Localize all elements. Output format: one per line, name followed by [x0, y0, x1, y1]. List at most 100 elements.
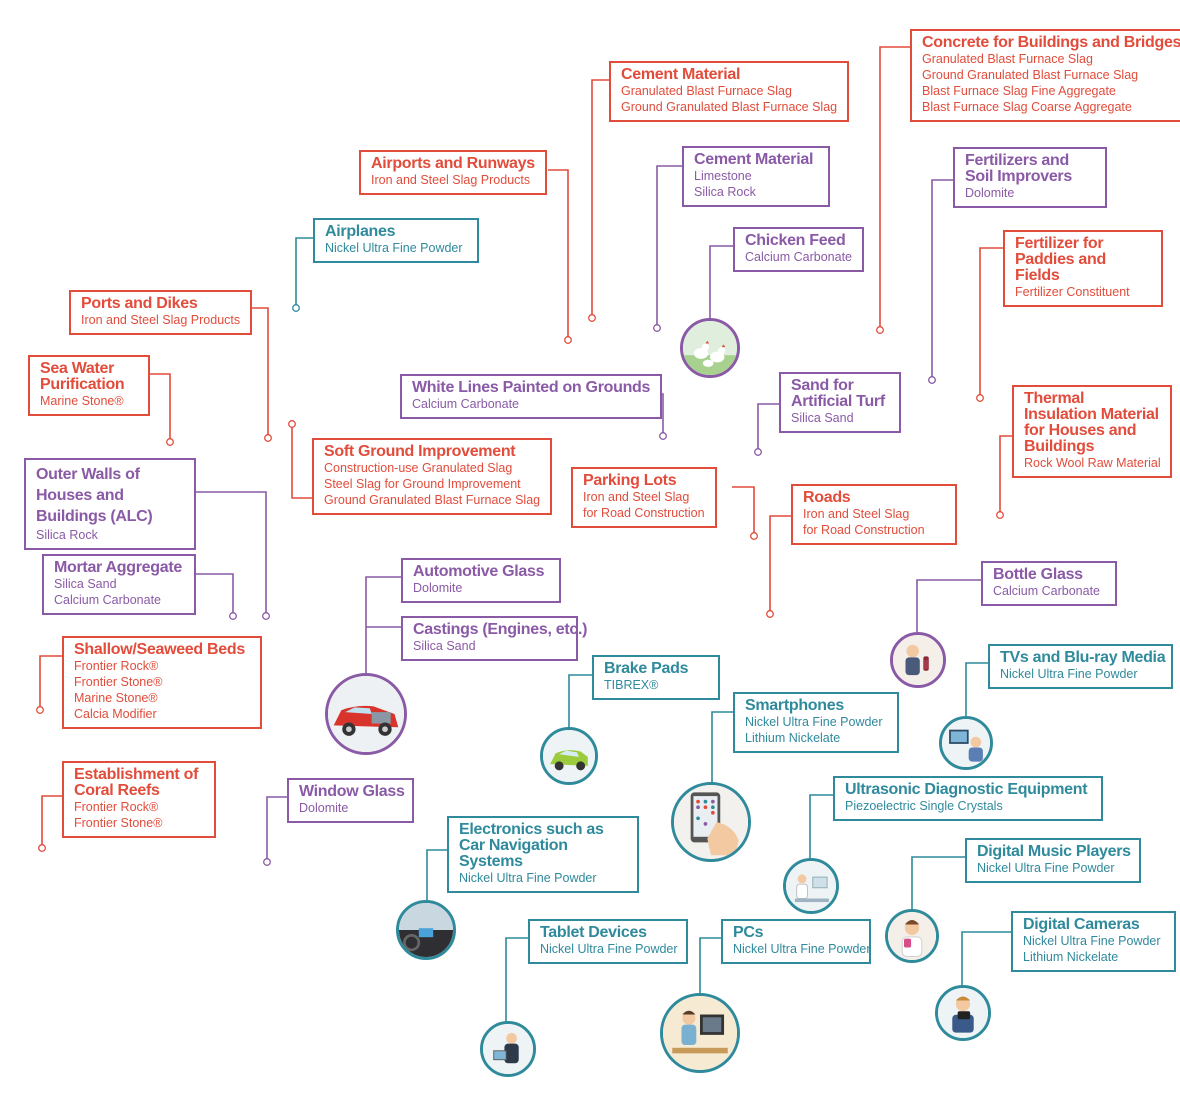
connector-sea-water [148, 373, 171, 442]
item-airports: Airports and Runways Iron and Steel Slag… [359, 150, 547, 195]
item-title: Sand for Artificial Turf [791, 377, 885, 410]
item-sub: Ground Granulated Blast Furnace Slag [621, 100, 838, 114]
item-sub: Fertilizer Constituent [1015, 285, 1130, 299]
item-sub: Ground Granulated Blast Furnace Slag [922, 68, 1139, 82]
item-white-lines: White Lines Painted on Grounds Calcium C… [400, 374, 663, 419]
item-sub: Ground Granulated Blast Furnace Slag [324, 493, 541, 507]
item-sub: Iron and Steel Slag Products [371, 173, 531, 187]
item-title: Ultrasonic Diagnostic Equipment [845, 781, 1088, 798]
item-sub: Dolomite [299, 801, 349, 815]
item-sub: Silica Sand [54, 577, 117, 591]
connector-roads [769, 515, 792, 614]
item-sub: Nickel Ultra Fine Powder [325, 241, 463, 255]
connector-mortar [195, 573, 234, 616]
item-sub: Silica Rock [36, 528, 98, 542]
camera-user-icon [935, 985, 991, 1041]
item-pcs: PCs Nickel Ultra Fine Powder [721, 919, 871, 964]
item-title: Thermal Insulation Material for Houses a… [1024, 390, 1159, 455]
item-sub: Silica Sand [413, 639, 476, 653]
item-title: Outer Walls of Houses and Buildings (ALC… [36, 466, 153, 525]
item-title: Parking Lots [583, 472, 677, 489]
item-sub: Lithium Nickelate [745, 731, 841, 745]
item-title: Sea Water Purification [40, 360, 125, 393]
item-sub: Nickel Ultra Fine Powder [1023, 934, 1161, 948]
connector-thermal [999, 435, 1013, 515]
item-title: Brake Pads [604, 660, 689, 677]
connector-shallow [39, 655, 63, 710]
item-sub: Marine Stone® [40, 394, 124, 408]
item-chicken: Chicken Feed Calcium Carbonate [733, 227, 864, 272]
item-sub: Dolomite [413, 581, 463, 595]
item-mortar: Mortar Aggregate Silica Sand Calcium Car… [42, 554, 196, 615]
item-title: Smartphones [745, 697, 844, 714]
item-sub: Marine Stone® [74, 691, 158, 705]
item-thermal: Thermal Insulation Material for Houses a… [1012, 385, 1172, 478]
connector-cement-limestone [656, 165, 683, 328]
connector-outer-walls [195, 491, 267, 616]
item-sub: Construction-use Granulated Slag [324, 461, 513, 475]
connector-fertilizer-paddies [979, 247, 1003, 398]
item-title: Soft Ground Improvement [324, 443, 516, 460]
item-roads: Roads Iron and Steel Slag for Road Const… [791, 484, 957, 545]
item-title: TVs and Blu-ray Media [1000, 649, 1166, 666]
connector-car-nav [426, 849, 448, 903]
item-cement-limestone: Cement Material Limestone Silica Rock [682, 146, 830, 207]
item-title: Fertilizer for Paddies and Fields [1015, 235, 1106, 284]
item-title: Airports and Runways [371, 155, 535, 172]
item-title: Automotive Glass [413, 563, 545, 580]
item-title: Roads [803, 489, 851, 506]
item-title: Electronics such as Car Navigation Syste… [459, 821, 604, 870]
item-car-nav: Electronics such as Car Navigation Syste… [447, 816, 639, 893]
item-sub: Piezoelectric Single Crystals [845, 799, 1003, 813]
item-brake-pads: Brake Pads TIBREX® [592, 655, 720, 700]
item-sub: Steel Slag for Ground Improvement [324, 477, 521, 491]
person-wine-icon [890, 632, 946, 688]
connector-coral [41, 795, 63, 848]
item-sub: Nickel Ultra Fine Powder [977, 861, 1115, 875]
item-sub: Calcium Carbonate [745, 250, 852, 264]
item-fertilizers: Fertilizers and Soil Improvers Dolomite [953, 147, 1107, 208]
item-airplanes: Airplanes Nickel Ultra Fine Powder [313, 218, 479, 263]
item-sub: Silica Rock [694, 185, 756, 199]
connector-music [911, 856, 966, 910]
connector-ports [248, 307, 269, 438]
item-sub: Dolomite [965, 186, 1015, 200]
connector-soft-ground [291, 424, 313, 499]
item-sea-water: Sea Water Purification Marine Stone® [28, 355, 150, 416]
item-title: Fertilizers and Soil Improvers [965, 152, 1072, 185]
tv-viewer-icon [939, 716, 993, 770]
item-sub: Calcium Carbonate [993, 584, 1100, 598]
item-title: Ports and Dikes [81, 295, 198, 312]
connector-brake-pads [568, 674, 593, 728]
item-sub: for Road Construction [803, 523, 925, 537]
connector-window-glass [266, 796, 288, 862]
item-outer-walls: Outer Walls of Houses and Buildings (ALC… [24, 458, 196, 550]
item-title: Mortar Aggregate [54, 559, 182, 576]
item-title: Digital Music Players [977, 843, 1131, 860]
item-soft-ground: Soft Ground Improvement Construction-use… [312, 438, 553, 515]
item-title: Establishment of Coral Reefs [74, 766, 199, 799]
item-tvs: TVs and Blu-ray Media Nickel Ultra Fine … [988, 644, 1173, 689]
item-sub: Calcia Modifier [74, 707, 157, 721]
item-title: PCs [733, 924, 764, 941]
item-automotive-glass: Automotive Glass Dolomite [401, 558, 561, 603]
item-sub: Calcium Carbonate [54, 593, 161, 607]
item-coral: Establishment of Coral Reefs Frontier Ro… [62, 761, 216, 838]
item-title: Digital Cameras [1023, 916, 1140, 933]
item-sub: Nickel Ultra Fine Powder [1000, 667, 1138, 681]
item-sub: Iron and Steel Slag Products [81, 313, 241, 327]
item-sub: Frontier Rock® [74, 800, 159, 814]
item-sub: Iron and Steel Slag [583, 490, 690, 504]
item-title: Bottle Glass [993, 566, 1083, 583]
item-title: Tablet Devices [540, 924, 647, 941]
item-sub: Iron and Steel Slag [803, 507, 910, 521]
item-tablet: Tablet Devices Nickel Ultra Fine Powder [528, 919, 688, 964]
item-sub: Limestone [694, 169, 752, 183]
connector-bottle-glass [916, 579, 982, 632]
connector-airports [548, 169, 569, 340]
item-sub: Granulated Blast Furnace Slag [621, 84, 792, 98]
connector-parking [732, 486, 755, 536]
ultrasound-icon [783, 858, 839, 914]
item-title: Castings (Engines, etc.) [413, 621, 588, 638]
